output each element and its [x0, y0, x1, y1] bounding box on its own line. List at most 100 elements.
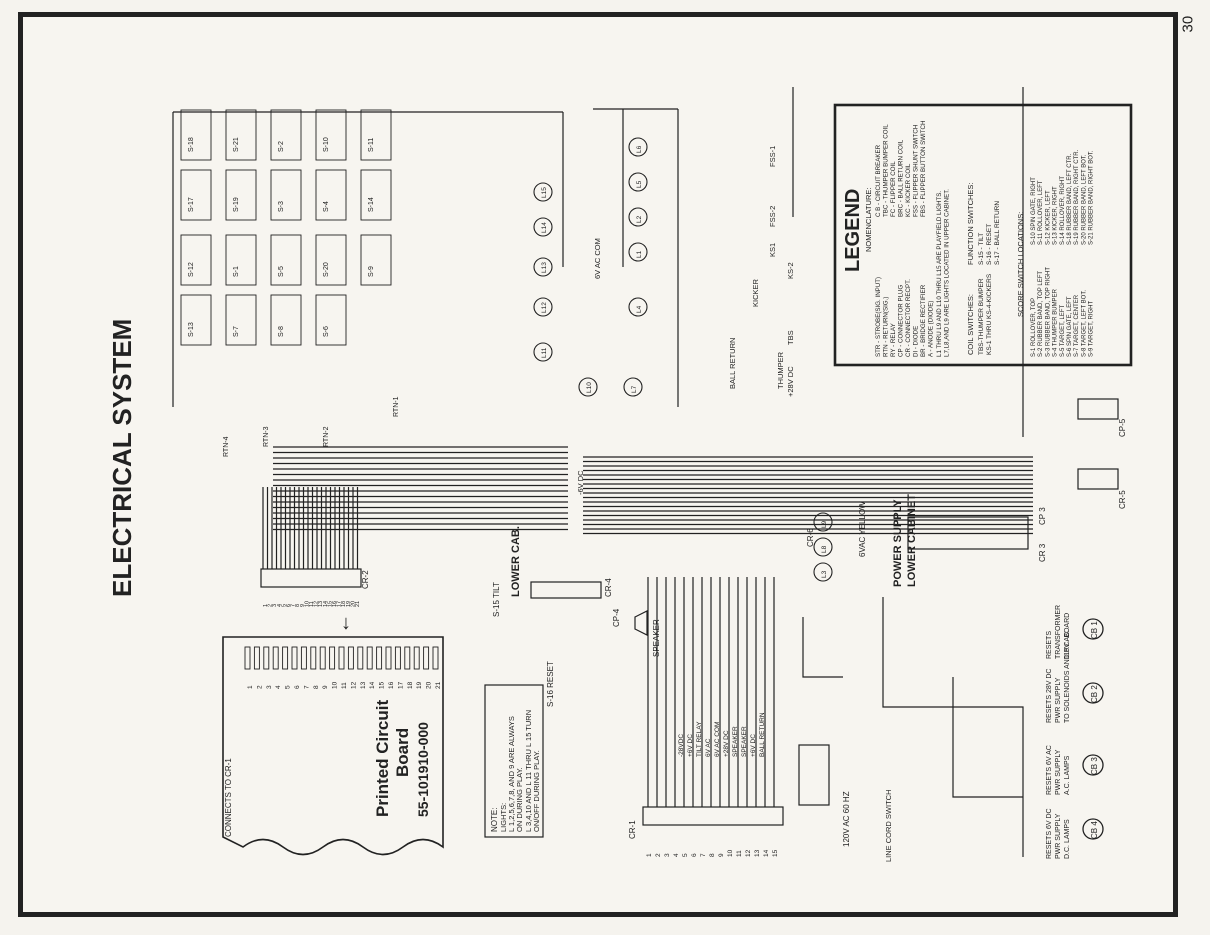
- legend-entry: CR - CONNECTOR RECPT.: [905, 279, 912, 357]
- legend-score-item: S-10 SPIN GATE, RIGHT: [1031, 177, 1037, 245]
- pcb-pin: [253, 646, 260, 670]
- switch-cell: [360, 234, 392, 286]
- pcb-label-line2: Board: [393, 728, 412, 777]
- lamp-icon: [813, 537, 833, 557]
- breaker-id: CB 3: [1090, 757, 1099, 775]
- pcb-pin: [413, 646, 420, 670]
- cr2-pin-number: 9: [300, 604, 306, 607]
- pcb-pin: [394, 646, 401, 670]
- breaker-desc: PWR SUPPLY: [1055, 749, 1062, 795]
- lamp-label: L14: [541, 222, 548, 233]
- diagram-title: ELECTRICAL SYSTEM: [107, 319, 137, 597]
- breaker-desc: RESETS 28V DC: [1046, 669, 1053, 723]
- cr2-label: CR-2: [361, 570, 370, 589]
- speaker-label: SPEAKER: [652, 619, 661, 657]
- pcb-pin: [291, 646, 298, 670]
- note-frame: [484, 684, 544, 838]
- v6ac-com-label: 6V AC COM: [593, 238, 602, 279]
- switch-cell: [315, 294, 347, 346]
- cr2-pin-number: 7: [291, 604, 297, 607]
- tbs-label: TBS: [786, 330, 795, 345]
- cr2-pin-number: 15: [327, 601, 333, 607]
- cr1-wire-label: 6V AC: [705, 738, 712, 757]
- lamp-label: L11: [541, 347, 548, 358]
- page-number-text: 30: [1179, 15, 1197, 33]
- cr4-label: CR-4: [604, 578, 613, 597]
- legend-score-item: S-19 RUBBER BAND, RIGHT CTR.: [1074, 149, 1080, 245]
- cr1-pin-number: 9: [718, 853, 725, 857]
- cr2-pin-number: 13: [318, 601, 324, 607]
- wiring: [172, 87, 1033, 857]
- cr1-body: [642, 806, 784, 826]
- lamp-label: L4: [636, 305, 643, 313]
- legend-function-item: S-16 - RESET: [986, 224, 993, 265]
- lamp-icon: [628, 172, 648, 192]
- cr1-wire-label: SPEAKER: [732, 726, 739, 757]
- cr1-pin-number: 2: [655, 853, 662, 857]
- cr2-body: [260, 568, 362, 588]
- cr2-pin-number: 20: [350, 601, 356, 607]
- legend-entry: DI - DIODE: [913, 326, 920, 357]
- legend-score-item: S-5 TARGET, LEFT: [1060, 305, 1066, 357]
- ks1-label: KS1: [768, 243, 777, 257]
- legend-entry: FC - FLIPPER COIL: [890, 161, 897, 217]
- switch-cell: [360, 109, 392, 161]
- pcb-pin-number: 6: [294, 685, 301, 689]
- legend-entry: TBC - THUMPER BUMPER COIL: [883, 124, 890, 217]
- switch-cell: [180, 169, 212, 221]
- pcb-pin: [357, 646, 364, 670]
- pcb-pin: [338, 646, 345, 670]
- cr2-pin-number: 19: [346, 601, 352, 607]
- cr1-pin-number: 15: [772, 849, 779, 857]
- cr1-pin-number: 14: [763, 849, 770, 857]
- pcb-pin-number: 21: [435, 681, 442, 689]
- schematic-diagram: ELECTRICAL SYSTEM Printed Circuit Board …: [107, 87, 1133, 862]
- pcb-pin: [423, 646, 430, 670]
- cr1-label: CR-1: [628, 820, 637, 839]
- lamp-icon: [533, 257, 553, 277]
- lamp-icon: [533, 217, 553, 237]
- breaker-id: CB 2: [1090, 685, 1099, 703]
- cr1-pin-number: 10: [727, 849, 734, 857]
- pcb-pin-number: 15: [379, 681, 386, 689]
- legend-entry: A - ANODE (DIODE): [928, 301, 935, 357]
- note-heading: NOTE:: [490, 808, 499, 832]
- rtn-label: RTN-2: [323, 426, 330, 447]
- legend-entry: RTN - RETURN(SIG.): [883, 297, 890, 357]
- power-supply-label: POWER SUPPLY: [892, 499, 904, 587]
- pcb-pin-number: 14: [369, 681, 376, 689]
- lamp-label: L2: [636, 215, 643, 223]
- v28dc-coil-label: +28V DC: [786, 366, 795, 397]
- cr2-pin-number: 8: [295, 604, 301, 607]
- power-supply: POWER SUPPLY LOWER CABINET CR 3 CP 3 CR-…: [806, 494, 1047, 587]
- switch-label: S-8: [278, 326, 285, 337]
- legend-entry: FSS - FLIPPER SHUNT SWITCH: [913, 125, 920, 217]
- legend-entry: L7,L8,AND L9 ARE LIGHTS LOCATED IN UPPER…: [944, 189, 951, 357]
- speaker-icon: [634, 610, 648, 636]
- legend-entry: FBS - FLIPPER BUTTON SWITCH: [920, 121, 927, 218]
- pcb-pin: [272, 646, 279, 670]
- breaker-desc: RESETS: [1046, 631, 1053, 659]
- fss2-label: FSS-2: [768, 206, 777, 227]
- switch-label: S-7: [233, 326, 240, 337]
- cr5-body: [1077, 468, 1119, 490]
- pcb-pin-number: 9: [322, 685, 329, 689]
- pcb-pin: [263, 646, 270, 670]
- legend-entry: CP - CONNECTOR PLUG: [898, 284, 905, 357]
- switch-cell: [180, 234, 212, 286]
- speaker: SPEAKER: [634, 610, 661, 657]
- breaker-desc: RESETS 6V AC: [1046, 745, 1053, 795]
- legend-score-item: S-7 TARGET, CENTER: [1074, 294, 1080, 357]
- note-line2: L 1,2,5,6,7,8, AND 9 ARE ALWAYS: [507, 716, 516, 832]
- pcb-pin: [300, 646, 307, 670]
- legend-function-item: S-15 - TILT: [978, 233, 985, 265]
- switch-label: S-10: [323, 137, 330, 152]
- lower-cabinet-label: LOWER CABINET: [906, 494, 918, 587]
- pcb-pin: [366, 646, 373, 670]
- switch-cell: [270, 294, 302, 346]
- coil-section: THUMPER BALL RETURN KICKER FSS-1 FSS-2 K…: [576, 146, 795, 495]
